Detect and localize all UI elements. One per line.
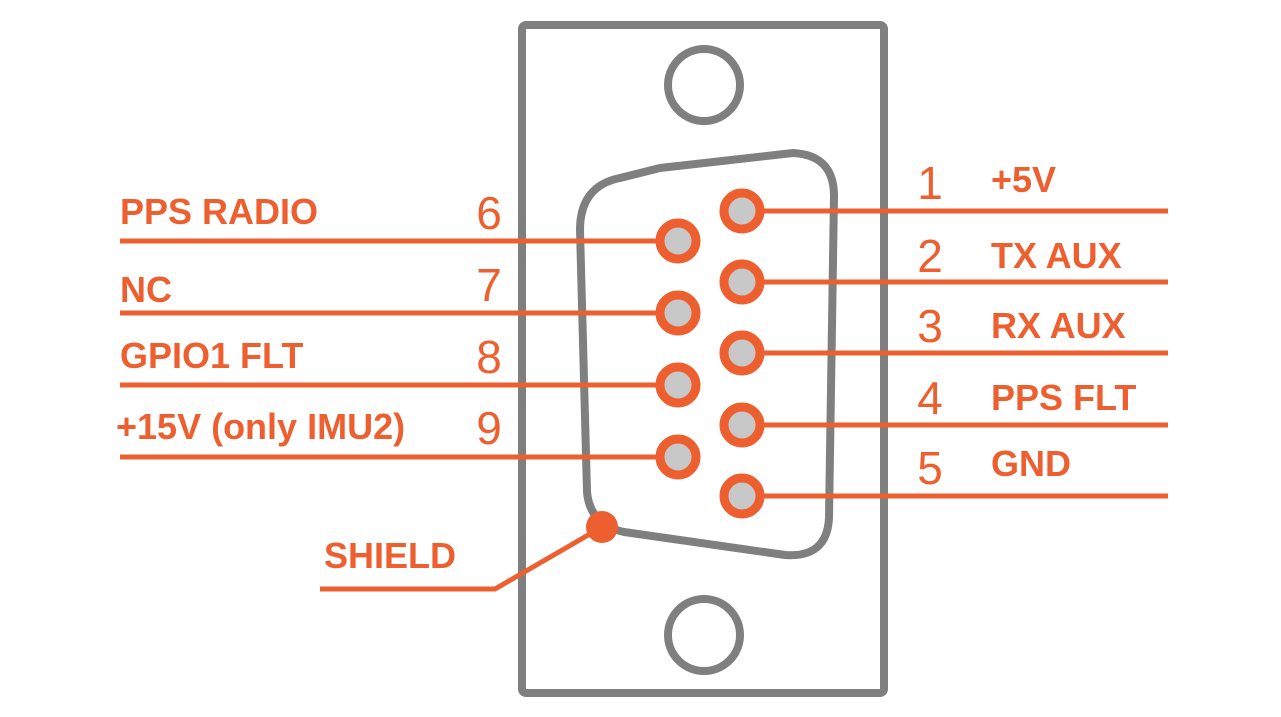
- shield-contact-dot: [586, 511, 618, 543]
- wire-shield: [320, 524, 604, 592]
- signal-label-2: TX AUX: [991, 235, 1122, 276]
- left-signal-labels: PPS RADIO NC GPIO1 FLT +15V (only IMU2): [116, 191, 405, 447]
- pin-7: [655, 290, 701, 336]
- pin-number-3: 3: [917, 300, 943, 352]
- pins: [655, 188, 765, 519]
- pin-3: [719, 330, 765, 376]
- pin-6: [655, 218, 701, 264]
- right-pin-numbers: 1 2 3 4 5: [917, 157, 943, 494]
- pin-number-7: 7: [476, 259, 502, 311]
- pin-number-2: 2: [917, 230, 943, 282]
- mounting-hole-top: [664, 45, 744, 125]
- left-wires: [120, 238, 678, 460]
- left-pin-numbers: 6 7 8 9: [476, 187, 502, 454]
- right-wires: [742, 208, 1168, 499]
- shield-label: SHIELD: [324, 535, 456, 576]
- pin-9: [655, 434, 701, 480]
- signal-label-5: GND: [991, 443, 1071, 484]
- pin-8: [655, 362, 701, 408]
- signal-label-4: PPS FLT: [991, 377, 1136, 418]
- connector-plate: [518, 21, 888, 697]
- signal-label-1: +5V: [991, 159, 1056, 200]
- pin-number-6: 6: [476, 187, 502, 239]
- d-sub-shell: [576, 149, 838, 560]
- pin-5: [719, 473, 765, 519]
- signal-label-3: RX AUX: [991, 305, 1126, 346]
- signal-label-8: GPIO1 FLT: [120, 335, 303, 376]
- mounting-hole-bottom: [664, 595, 744, 675]
- right-signal-labels: +5V TX AUX RX AUX PPS FLT GND: [991, 159, 1136, 484]
- pin-number-4: 4: [917, 372, 943, 424]
- pin-number-8: 8: [476, 331, 502, 383]
- signal-label-7: NC: [120, 269, 172, 310]
- pin-2: [719, 259, 765, 305]
- pin-number-1: 1: [917, 157, 943, 209]
- pin-1: [719, 188, 765, 234]
- signal-label-6: PPS RADIO: [120, 191, 318, 232]
- pin-4: [719, 402, 765, 448]
- signal-label-9: +15V (only IMU2): [116, 406, 405, 447]
- pin-number-9: 9: [476, 402, 502, 454]
- pin-number-5: 5: [917, 442, 943, 494]
